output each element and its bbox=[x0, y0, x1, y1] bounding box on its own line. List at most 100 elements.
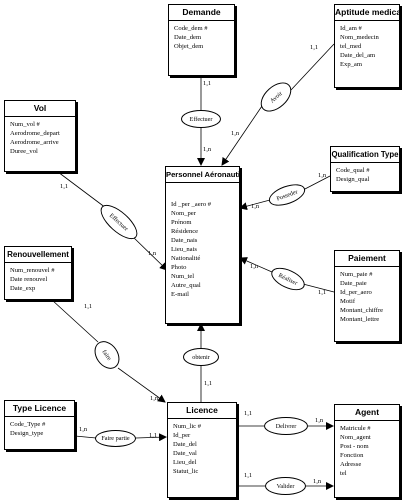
attribute: Montant_chiffre bbox=[340, 307, 384, 314]
cardinality: 1,n bbox=[250, 263, 259, 270]
link-vol-effectuer bbox=[57, 171, 107, 209]
entity-demande: Demande Code_dem # Date_dem Objet_dem bbox=[168, 4, 235, 76]
link-effectuer-personnel-vol bbox=[131, 235, 168, 271]
relation-faire-partie: Faire partie bbox=[95, 430, 136, 447]
relation-label: Faire partie bbox=[101, 435, 130, 442]
entity-title: Aptitude medicale bbox=[335, 5, 399, 21]
link-realiser-personnel bbox=[239, 257, 273, 273]
attribute: Photo bbox=[171, 264, 187, 271]
entity-title: Vol bbox=[5, 101, 75, 117]
entity-licence: Licence Num_lic # Id_per Date_del Date_v… bbox=[167, 402, 237, 498]
entity-title: Type Licence bbox=[5, 401, 74, 417]
entity-agent: Agent Matricule # Nom_agent Post - nom F… bbox=[334, 404, 400, 498]
attribute: Nom_medecin bbox=[340, 34, 379, 41]
cardinality: 1,1 bbox=[318, 289, 327, 296]
entity-type-licence: Type Licence Code_Type # Design_type bbox=[4, 400, 75, 450]
attribute-list: Id _per _aero # Nom_per Prénom Résidence… bbox=[166, 183, 239, 299]
cardinality: 1,n bbox=[231, 130, 240, 137]
attribute-list: Matricule # Nom_agent Post - nom Fonctio… bbox=[335, 421, 399, 478]
attribute: E-mail bbox=[171, 291, 189, 298]
entity-title: Qualification Type bbox=[331, 147, 399, 163]
cardinality: 1,n bbox=[203, 146, 212, 153]
relation-label: faire bbox=[100, 348, 114, 362]
relation-label: Posseder bbox=[275, 187, 299, 203]
attribute: Prénom bbox=[171, 219, 192, 226]
attribute: Post - nom bbox=[340, 443, 369, 450]
attribute: Code_dem # bbox=[174, 25, 208, 32]
entity-personnel-aeronautiques: Personnel Aéronautiques Id _per _aero # … bbox=[165, 166, 240, 324]
attribute: Date_exp bbox=[10, 285, 36, 292]
cardinality: 1,1 bbox=[244, 410, 253, 417]
attribute: Date_paie bbox=[340, 280, 367, 287]
cardinality: 1,1 bbox=[84, 303, 93, 310]
cardinality: 1,n bbox=[313, 478, 322, 485]
attribute: Code_qual # bbox=[336, 167, 370, 174]
attribute: Id_am # bbox=[340, 25, 362, 32]
cardinality: 1,1 bbox=[149, 432, 158, 439]
link-posseder-personnel bbox=[239, 199, 271, 211]
attribute: Design_qual bbox=[336, 176, 370, 183]
attribute: Résidence bbox=[171, 228, 199, 235]
entity-title: Agent bbox=[335, 405, 399, 421]
attribute: Num_tel bbox=[171, 273, 195, 280]
attribute: Motif bbox=[340, 298, 356, 305]
attribute: Date_nais bbox=[171, 237, 198, 244]
attribute: Design_type bbox=[10, 430, 44, 437]
entity-title: Renouvellement bbox=[5, 247, 71, 263]
entity-vol: Vol Num_vol # Aerodrome_depart Aerodrome… bbox=[4, 100, 76, 172]
attribute: Objet_dem bbox=[174, 43, 204, 50]
relation-label: Valider bbox=[276, 482, 295, 490]
entity-paiement: Paiement Num_paie # Date_paie Id_per_aer… bbox=[334, 250, 400, 342]
attribute: Aerodrome_arrive bbox=[10, 139, 59, 146]
cardinality: 1,n bbox=[150, 395, 159, 402]
entity-title: Demande bbox=[169, 5, 234, 21]
relation-obtenir: obtenir bbox=[183, 348, 219, 366]
attribute: Exp_am bbox=[340, 61, 362, 68]
link-paiement-realiser bbox=[302, 283, 335, 293]
cardinality: 1,1 bbox=[203, 80, 212, 87]
attribute: Num_vol # bbox=[10, 121, 40, 128]
entity-qualification-type: Qualification Type Code_qual # Design_qu… bbox=[330, 146, 400, 192]
attribute: Nationalité bbox=[171, 255, 201, 262]
attribute: Autre_qual bbox=[171, 282, 201, 289]
attribute: Matricule # bbox=[340, 425, 371, 432]
attribute: Id_per bbox=[173, 432, 191, 439]
attribute: Num_lic # bbox=[173, 423, 202, 430]
attribute: Lieu_del bbox=[173, 459, 197, 466]
link-typelicence-fairepartie bbox=[74, 435, 97, 439]
relation-valider: Valider bbox=[265, 477, 306, 495]
cardinality: 1,1 bbox=[310, 44, 319, 51]
relation-label: Delivrer bbox=[275, 422, 297, 430]
attribute: tel bbox=[340, 470, 347, 477]
cardinality: 1,n bbox=[79, 426, 88, 433]
cardinality: 1,n bbox=[148, 250, 157, 257]
attribute: Adresse bbox=[340, 461, 362, 468]
attribute: Date_dem bbox=[174, 34, 202, 41]
cardinality: 1,1 bbox=[60, 183, 69, 190]
cardinality: 1,n bbox=[318, 172, 327, 179]
attribute-list: Num_lic # Id_per Date_del Date_val Lieu_… bbox=[168, 419, 236, 476]
link-avoir-personnel bbox=[221, 105, 263, 166]
attribute-list: Num_paie # Date_paie Id_per_aero Motif M… bbox=[335, 267, 399, 324]
relation-label: Avoir bbox=[268, 89, 284, 105]
attribute-list: Num_renouvel # Date renouvel Date_exp bbox=[5, 263, 71, 293]
entity-title: Licence bbox=[168, 403, 236, 419]
attribute: Code_Type # bbox=[10, 421, 46, 428]
attribute: Date_del bbox=[173, 441, 197, 448]
link-fairepartie-licence bbox=[135, 433, 167, 442]
relation-label: Réaliser bbox=[277, 271, 299, 287]
attribute: Nom_per bbox=[171, 210, 196, 217]
cardinality: 1,n bbox=[251, 203, 260, 210]
attribute: Lieu_nais bbox=[171, 246, 198, 253]
attribute: Fonction bbox=[340, 452, 364, 459]
entity-title: Paiement bbox=[335, 251, 399, 267]
entity-title: Personnel Aéronautiques bbox=[166, 167, 239, 183]
cardinality: 1,1 bbox=[204, 380, 213, 387]
attribute: Date renouvel bbox=[10, 276, 48, 283]
attribute: Num_paie # bbox=[340, 271, 373, 278]
relation-effectuer-demande: Effectuer bbox=[181, 110, 221, 128]
entity-renouvellement: Renouvellement Num_renouvel # Date renou… bbox=[4, 246, 72, 300]
attribute: tel_med bbox=[340, 43, 362, 50]
attribute: Duree_vol bbox=[10, 148, 38, 155]
